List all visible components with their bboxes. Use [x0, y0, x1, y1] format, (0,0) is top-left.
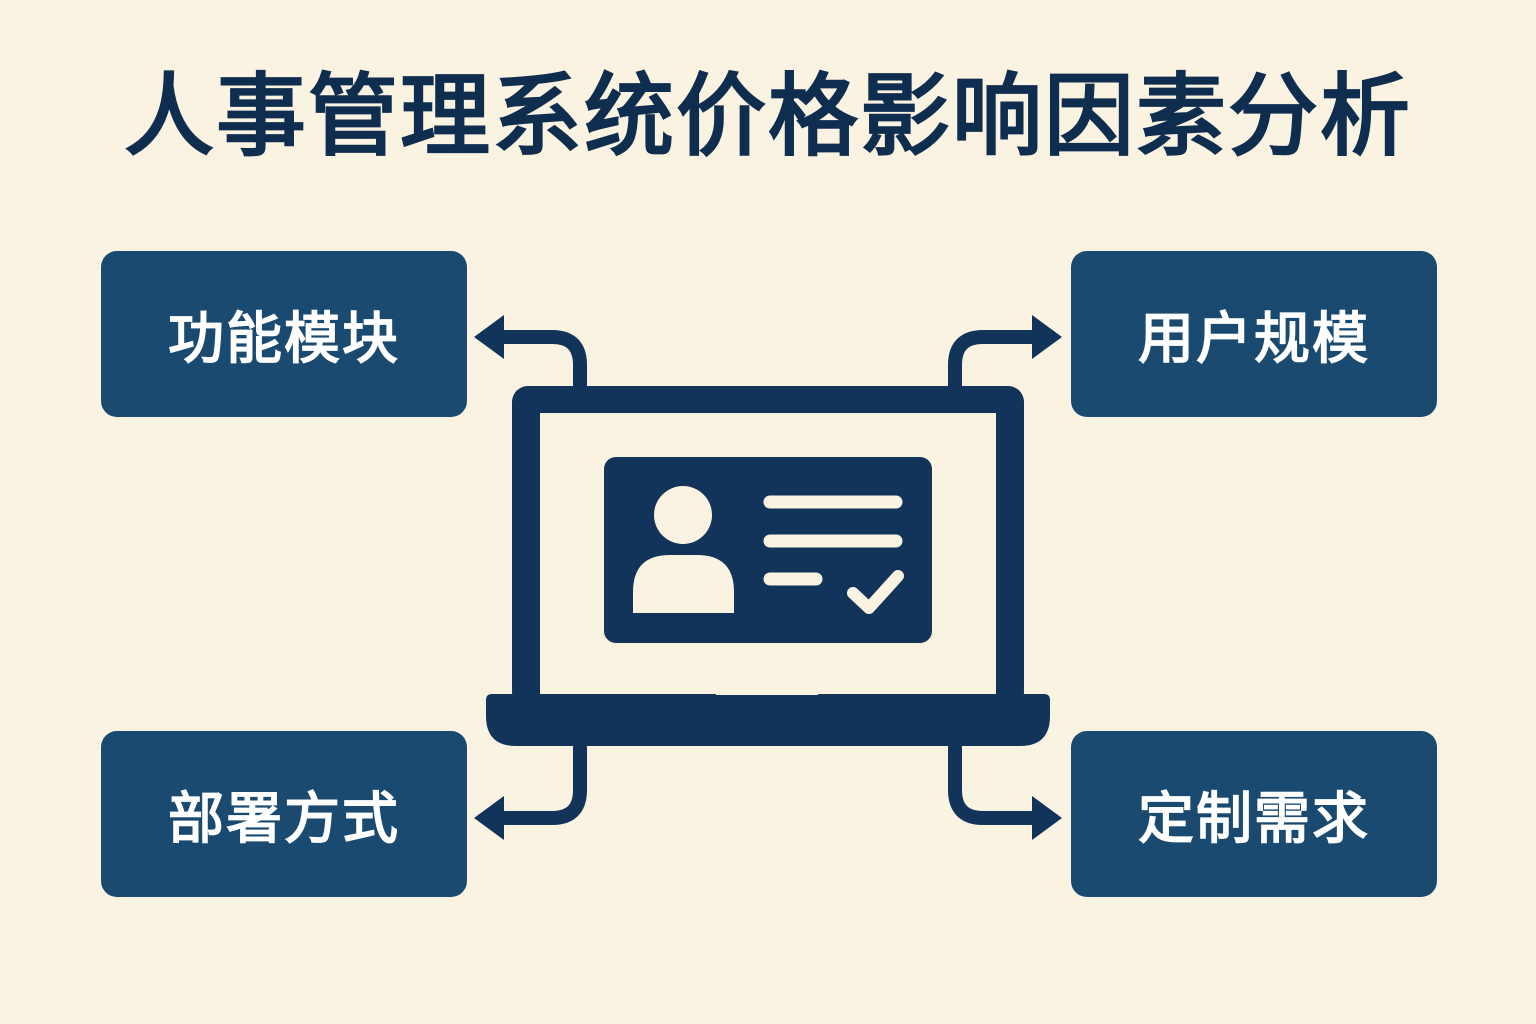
- factor-box-customization-needs: 定制需求: [1071, 731, 1437, 897]
- checkmark-icon: [847, 570, 904, 614]
- arrowhead-bottom-right: [1032, 796, 1062, 840]
- factor-box-function-modules: 功能模块: [101, 251, 467, 417]
- connector-top-left: [485, 330, 587, 393]
- arrowhead-top-right: [1032, 315, 1062, 359]
- connector-bottom-right: [948, 741, 1047, 825]
- page-title: 人事管理系统价格影响因素分析: [124, 64, 1412, 169]
- factor-label: 用户规模: [1138, 306, 1370, 372]
- arrowhead-bottom-left: [474, 796, 504, 840]
- connector-lines: [485, 330, 1047, 825]
- factor-label: 部署方式: [168, 786, 400, 852]
- factor-box-deployment-method: 部署方式: [101, 731, 467, 897]
- arrowheads: [474, 315, 1062, 840]
- connector-bottom-left: [485, 741, 587, 825]
- factor-label: 功能模块: [168, 306, 400, 372]
- factor-label: 定制需求: [1138, 786, 1370, 852]
- connector-top-right: [948, 330, 1047, 393]
- factor-box-user-scale: 用户规模: [1071, 251, 1437, 417]
- arrowhead-top-left: [474, 315, 504, 359]
- employee-profile-card-icon: [604, 457, 932, 643]
